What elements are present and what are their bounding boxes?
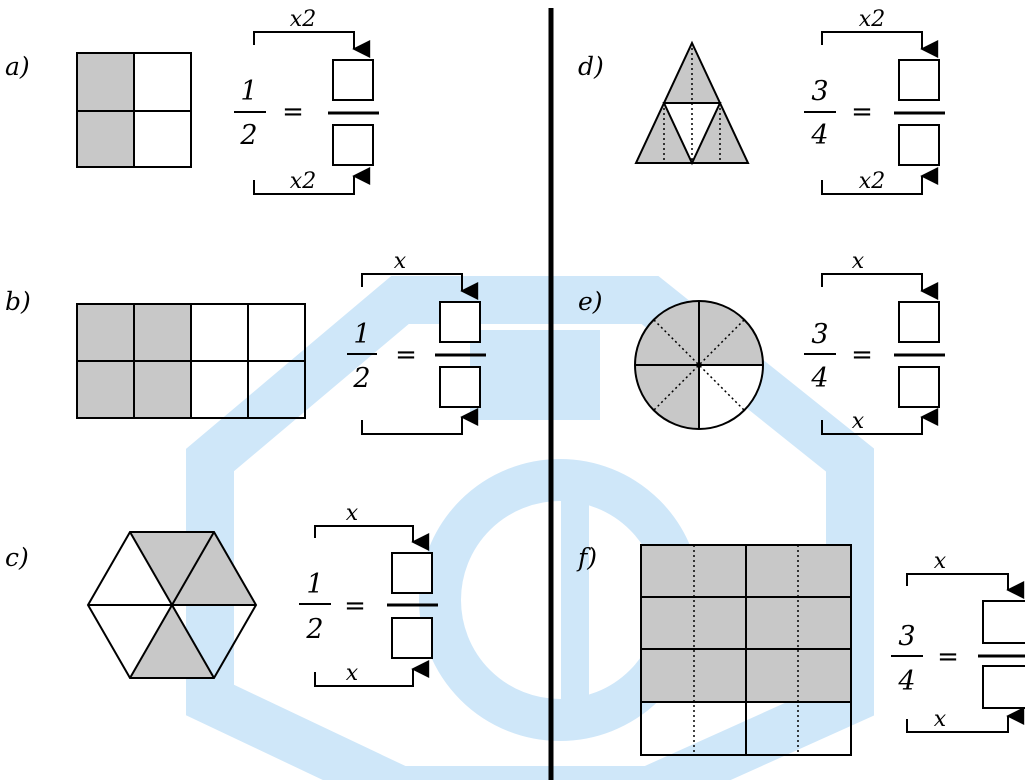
- top-multiplier: x: [394, 249, 407, 274]
- answer-numerator-box[interactable]: [982, 600, 1025, 644]
- numerator: 3: [811, 319, 828, 350]
- equals-sign: =: [395, 340, 417, 370]
- exercise-c: c) 1 2 = x x: [5, 501, 438, 687]
- top-multiplier-arrow: [253, 31, 371, 58]
- exercise-b: b) 1 2 = x: [5, 249, 486, 435]
- bottom-multiplier-arrow: [361, 408, 479, 435]
- bottom-multiplier-arrow: [906, 707, 1025, 733]
- answer-denominator-box[interactable]: [898, 366, 940, 408]
- answer-denominator-box[interactable]: [898, 124, 940, 166]
- equals-sign: =: [937, 642, 959, 672]
- top-multiplier-arrow: [821, 273, 939, 300]
- answer-denominator-box[interactable]: [439, 366, 481, 408]
- exercise-label: e): [578, 287, 603, 316]
- exercise-label: d): [578, 52, 604, 81]
- denominator: 2: [305, 614, 323, 645]
- numerator: 1: [353, 319, 370, 350]
- answer-denominator-box[interactable]: [391, 617, 433, 659]
- equals-sign: =: [851, 97, 873, 127]
- bottom-multiplier: x: [934, 707, 947, 732]
- top-multiplier-arrow: [361, 273, 479, 300]
- exercise-label: f): [576, 543, 597, 572]
- triangle-figure: [634, 40, 750, 166]
- numerator: 3: [811, 76, 828, 107]
- exercise-label: b): [5, 287, 31, 316]
- top-multiplier-arrow: [821, 31, 939, 58]
- equals-sign: =: [282, 97, 304, 127]
- top-multiplier: x2: [290, 7, 316, 32]
- exercise-e: e) 3 4 = x x: [578, 249, 945, 435]
- bottom-multiplier-arrow: [314, 660, 430, 687]
- denominator: 2: [352, 363, 370, 394]
- hexagon-6-figure: [86, 531, 258, 679]
- denominator: 4: [810, 120, 828, 151]
- circle-8-figure: [634, 300, 764, 430]
- top-multiplier-arrow: [906, 573, 1025, 599]
- bottom-multiplier-arrow: [253, 167, 371, 195]
- denominator: 4: [810, 363, 828, 394]
- answer-numerator-box[interactable]: [898, 301, 940, 343]
- answer-denominator-box[interactable]: [982, 665, 1025, 709]
- bottom-multiplier-arrow: [821, 408, 939, 435]
- exercise-a: a) 1 2 = x2 x2: [5, 7, 379, 195]
- equals-sign: =: [344, 591, 366, 621]
- answer-numerator-box[interactable]: [332, 59, 374, 101]
- numerator: 1: [240, 76, 257, 107]
- bottom-multiplier: x: [346, 661, 359, 686]
- square-4x4-figure: [640, 544, 852, 756]
- exercise-f: f) 3 4 = x x: [576, 543, 1025, 756]
- exercise-d: d) 3 4 = x2 x2: [578, 7, 945, 195]
- equals-sign: =: [851, 340, 873, 370]
- top-multiplier: x: [346, 501, 359, 526]
- bottom-multiplier: x2: [859, 169, 885, 194]
- top-multiplier: x2: [859, 7, 885, 32]
- denominator: 4: [897, 666, 915, 697]
- denominator: 2: [239, 120, 257, 151]
- answer-numerator-box[interactable]: [898, 59, 940, 101]
- rectangle-4x2-figure: [76, 303, 306, 419]
- square-2x2-figure: [76, 52, 192, 168]
- answer-numerator-box[interactable]: [391, 552, 433, 594]
- exercise-label: a): [5, 52, 30, 81]
- top-multiplier: x: [934, 549, 947, 574]
- answer-numerator-box[interactable]: [439, 301, 481, 343]
- exercise-label: c): [5, 543, 29, 572]
- numerator: 3: [898, 621, 915, 652]
- bottom-multiplier: x2: [290, 169, 316, 194]
- answer-denominator-box[interactable]: [332, 124, 374, 166]
- top-multiplier-arrow: [314, 525, 430, 551]
- numerator: 1: [306, 569, 323, 600]
- bottom-multiplier: x: [852, 409, 865, 434]
- top-multiplier: x: [852, 249, 865, 274]
- bottom-multiplier-arrow: [821, 167, 939, 195]
